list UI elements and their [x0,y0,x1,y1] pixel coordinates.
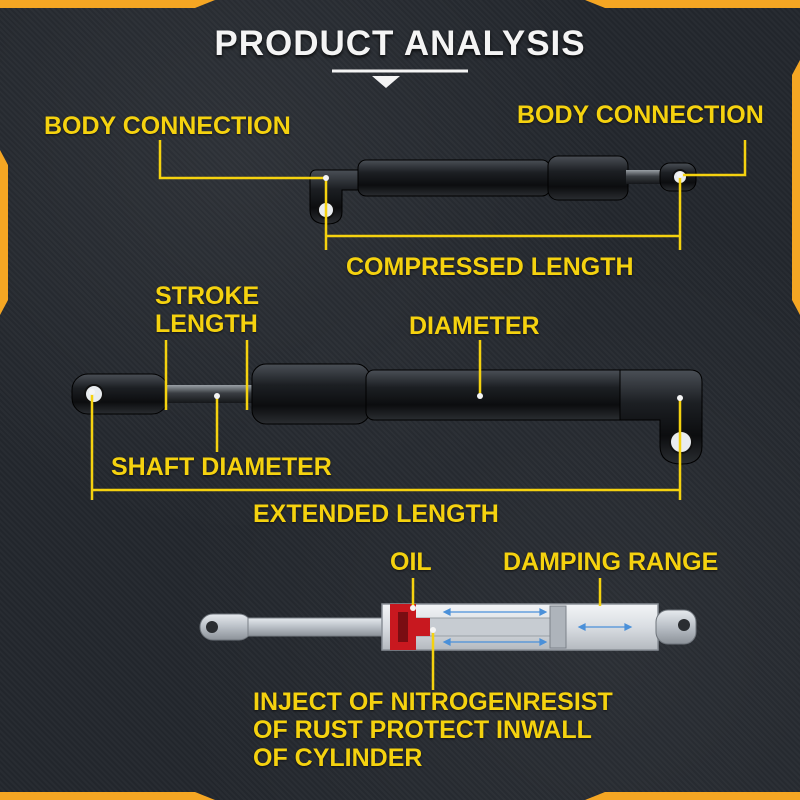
nitrogen-line-1: INJECT OF NITROGENRESIST [253,688,613,716]
extended-length-label: EXTENDED LENGTH [253,500,499,528]
nitrogen-injection-label: INJECT OF NITROGENRESIST OF RUST PROTECT… [253,688,613,772]
leader-lines-compressed [158,140,747,250]
damping-range-label: DAMPING RANGE [503,548,719,576]
nitrogen-line-2: OF RUST PROTECT INWALL [253,716,592,744]
corner-accent-bottom-right [585,792,800,800]
page-title: PRODUCT ANALYSIS [214,24,586,63]
body-connection-left-label: BODY CONNECTION [44,112,291,140]
corner-accent-right [792,60,800,315]
corner-accent-bottom-left [0,792,215,800]
corner-accent-top-right [585,0,800,8]
corner-accent-top-left [0,0,215,8]
compressed-length-label: COMPRESSED LENGTH [346,253,634,281]
title-underline [332,69,468,88]
stroke-length-line-2: LENGTH [155,310,258,338]
leader-lines-extended [90,340,682,500]
oil-label: OIL [390,548,432,576]
diameter-label: DIAMETER [409,312,540,340]
stroke-length-line-1: STROKE [155,282,260,310]
corner-accent-left [0,150,8,315]
stroke-length-label: STROKE LENGTH [155,282,259,338]
gas-strut-compressed [309,155,697,225]
nitrogen-line-3: OF CYLINDER [253,744,423,772]
gas-strut-extended [71,363,703,465]
shaft-diameter-label: SHAFT DIAMETER [111,453,332,481]
leader-lines-cutaway [411,578,602,690]
body-connection-right-label: BODY CONNECTION [517,101,764,129]
gas-strut-cutaway [199,603,697,651]
